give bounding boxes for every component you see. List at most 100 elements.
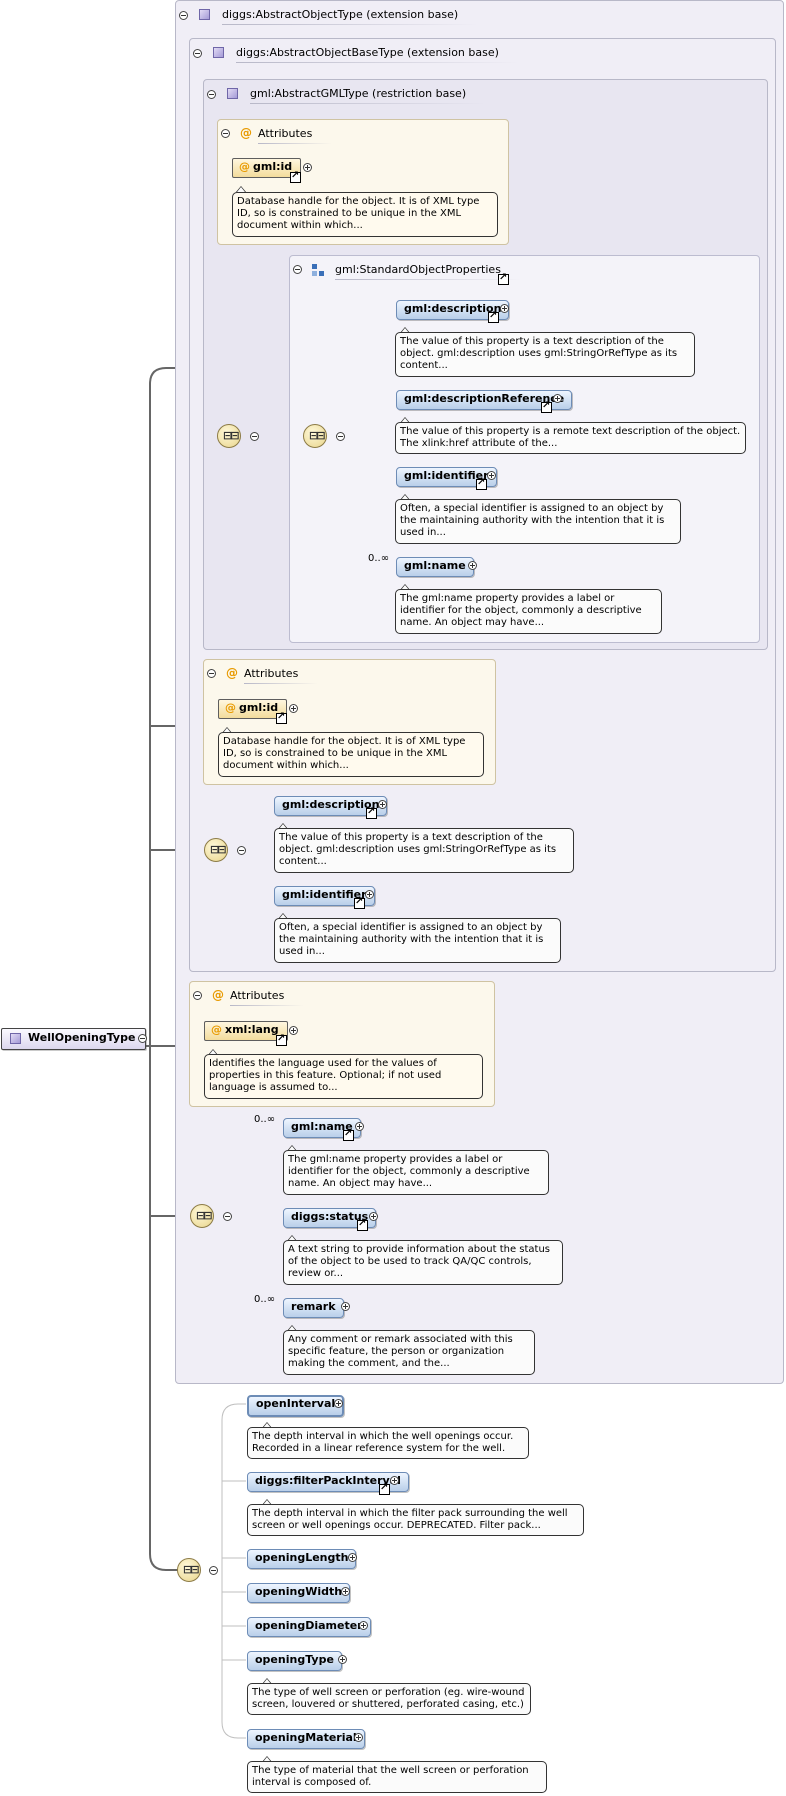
element-open-interval[interactable]: openInterval: [247, 1395, 345, 1417]
reference-icon[interactable]: [276, 1033, 287, 1046]
reference-icon[interactable]: [541, 400, 552, 413]
expand-toggle[interactable]: [354, 1733, 363, 1742]
diggs-status-doc: A text string to provide information abo…: [283, 1240, 563, 1285]
element-opening-type[interactable]: openingType: [247, 1651, 342, 1671]
expand-toggle[interactable]: [553, 394, 562, 403]
element-remark[interactable]: remark: [283, 1298, 344, 1318]
occurrence-label: 0..∞: [254, 1294, 276, 1305]
gml-name-doc: The gml:name property provides a label o…: [395, 589, 662, 634]
expand-toggle[interactable]: [487, 471, 496, 480]
expand-toggle[interactable]: [334, 1399, 343, 1408]
expand-toggle[interactable]: [341, 1587, 350, 1596]
sequence-icon[interactable]: ⊟⊟: [190, 1204, 214, 1228]
expand-toggle[interactable]: [369, 1212, 378, 1221]
doc-pointer: [208, 1049, 218, 1055]
sequence-icon[interactable]: ⊟⊟: [217, 424, 241, 448]
expand-toggle[interactable]: [365, 890, 374, 899]
expand-toggle[interactable]: [289, 704, 298, 713]
expand-toggle[interactable]: [355, 1122, 364, 1131]
collapse-toggle[interactable]: [221, 129, 230, 138]
element-gml-description[interactable]: gml:description: [396, 300, 510, 320]
element-opening-diameter[interactable]: openingDiameter: [247, 1617, 371, 1637]
expand-toggle[interactable]: [341, 1302, 350, 1311]
expand-toggle[interactable]: [468, 561, 477, 570]
root-complex-type[interactable]: WellOpeningType: [1, 1028, 147, 1050]
collapse-toggle[interactable]: [237, 846, 246, 855]
doc-pointer: [236, 186, 246, 192]
reference-icon[interactable]: [343, 1128, 354, 1141]
collapse-toggle[interactable]: [193, 49, 202, 58]
collapse-toggle[interactable]: [223, 1212, 232, 1221]
element-gml-identifier[interactable]: gml:identifier: [396, 467, 497, 487]
attributes-title: Attributes: [258, 127, 333, 144]
collapse-toggle[interactable]: [138, 1034, 147, 1043]
open-interval-doc: The depth interval in which the well ope…: [247, 1427, 529, 1459]
expand-toggle[interactable]: [289, 1026, 298, 1035]
collapse-toggle[interactable]: [250, 432, 259, 441]
doc-pointer: [222, 727, 232, 733]
element-opening-width[interactable]: openingWidth: [247, 1583, 351, 1603]
remark-doc: Any comment or remark associated with th…: [283, 1330, 535, 1375]
reference-icon[interactable]: [276, 711, 287, 724]
reference-icon[interactable]: [498, 272, 509, 285]
xml-lang-doc: Identifies the language used for the val…: [204, 1054, 483, 1099]
gml-name-doc: The gml:name property provides a label o…: [283, 1150, 549, 1195]
reference-icon[interactable]: [476, 477, 487, 490]
doc-pointer: [287, 1235, 297, 1241]
gml-identifier-doc: Often, a special identifier is assigned …: [395, 499, 681, 544]
reference-icon[interactable]: [366, 806, 377, 819]
doc-pointer: [262, 1756, 272, 1762]
reference-icon[interactable]: [290, 170, 301, 183]
sequence-icon[interactable]: ⊟⊟: [303, 424, 327, 448]
gml-description-doc: The value of this property is a text des…: [395, 332, 695, 377]
opening-material-doc: The type of material that the well scree…: [247, 1761, 547, 1793]
sequence-icon[interactable]: ⊟⊟: [177, 1558, 201, 1582]
expand-toggle[interactable]: [390, 1476, 399, 1485]
attribute-label: gml:id: [239, 701, 279, 714]
element-gml-identifier[interactable]: gml:identifier: [274, 886, 375, 906]
attribute-icon: @: [239, 160, 250, 173]
gml-description-reference-doc: The value of this property is a remote t…: [395, 422, 746, 454]
expand-toggle[interactable]: [500, 304, 509, 313]
class-icon: [10, 1033, 21, 1044]
element-opening-length[interactable]: openingLength: [247, 1549, 357, 1569]
expand-toggle[interactable]: [378, 800, 387, 809]
attribute-icon: @: [212, 988, 224, 1002]
element-gml-description-reference[interactable]: gml:descriptionReference: [396, 390, 573, 410]
expand-toggle[interactable]: [359, 1621, 368, 1630]
sequence-icon[interactable]: ⊟⊟: [204, 838, 228, 862]
reference-icon[interactable]: [488, 310, 499, 323]
collapse-toggle[interactable]: [209, 1566, 218, 1575]
attribute-icon: @: [240, 126, 252, 140]
reference-icon[interactable]: [379, 1482, 390, 1495]
element-opening-material[interactable]: openingMaterial: [247, 1729, 365, 1749]
reference-icon[interactable]: [354, 896, 365, 909]
doc-pointer: [287, 1325, 297, 1331]
group-title: gml:StandardObjectProperties: [335, 263, 521, 280]
element-gml-name[interactable]: gml:name: [283, 1118, 361, 1138]
expand-toggle[interactable]: [338, 1655, 347, 1664]
panel-title: diggs:AbstractObjectType (extension base…: [222, 8, 479, 25]
element-gml-description[interactable]: gml:description: [274, 796, 388, 816]
gml-id-attribute[interactable]: @gml:id: [232, 158, 302, 178]
opening-type-doc: The type of well screen or perforation (…: [247, 1683, 531, 1715]
expand-toggle[interactable]: [303, 163, 312, 172]
attribute-icon: @: [225, 701, 236, 714]
doc-pointer: [278, 913, 288, 919]
collapse-toggle[interactable]: [179, 11, 188, 20]
doc-pointer: [278, 823, 288, 829]
gml-id-attribute[interactable]: @gml:id: [218, 699, 288, 719]
element-diggs-filter-pack-interval[interactable]: diggs:filterPackInterval: [247, 1472, 409, 1492]
collapse-toggle[interactable]: [336, 432, 345, 441]
xml-lang-attribute[interactable]: @xml:lang: [204, 1021, 288, 1041]
occurrence-label: 0..∞: [368, 553, 390, 564]
collapse-toggle[interactable]: [293, 265, 302, 274]
collapse-toggle[interactable]: [207, 90, 216, 99]
element-gml-name[interactable]: gml:name: [396, 557, 474, 577]
collapse-toggle[interactable]: [193, 991, 202, 1000]
collapse-toggle[interactable]: [207, 669, 216, 678]
doc-pointer: [400, 327, 410, 333]
expand-toggle[interactable]: [348, 1553, 357, 1562]
reference-icon[interactable]: [357, 1218, 368, 1231]
doc-pointer: [262, 1499, 272, 1505]
